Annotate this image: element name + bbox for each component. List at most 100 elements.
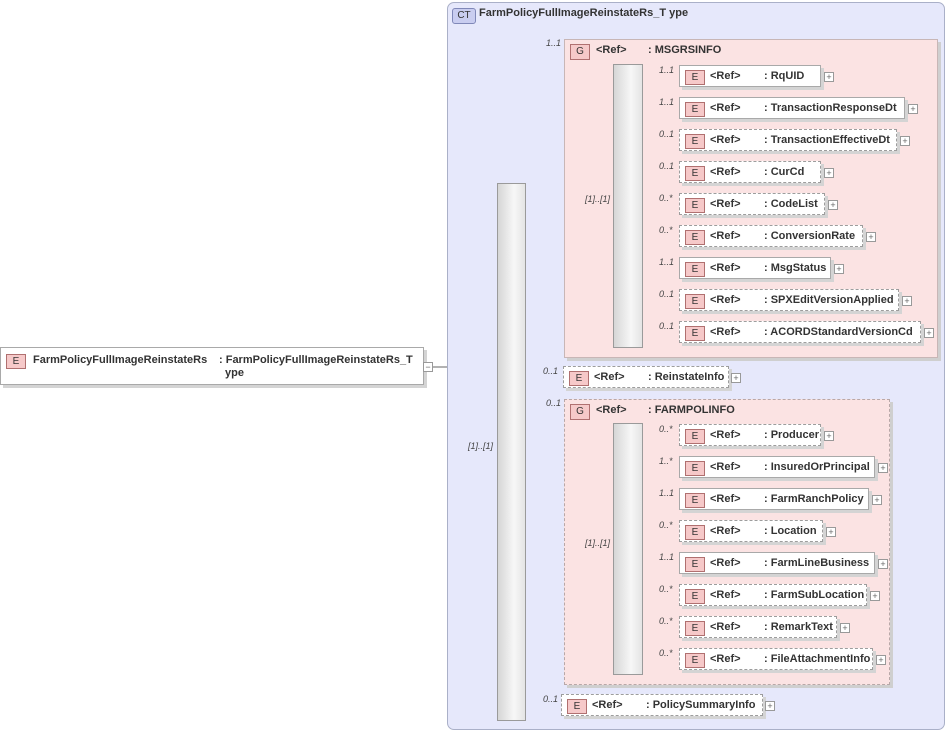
collapse-icon[interactable]: −: [423, 362, 433, 372]
element-ref: <Ref>: [710, 589, 741, 601]
element-tag: E: [6, 354, 26, 369]
element-cardinality: 0..*: [659, 193, 673, 203]
element-ref: <Ref>: [710, 294, 741, 306]
expand-icon[interactable]: +: [824, 72, 834, 82]
element-name: : FileAttachmentInfo: [764, 653, 871, 665]
element-farmsublocation[interactable]: E<Ref>: FarmSubLocation: [679, 584, 867, 606]
element-transactionresponsedt[interactable]: E<Ref>: TransactionResponseDt: [679, 97, 905, 119]
group-cardinality: 0..1: [546, 398, 562, 408]
element-name: : TransactionEffectiveDt: [764, 134, 890, 146]
element-rquid[interactable]: E<Ref>: RqUID: [679, 65, 821, 87]
element-name: : ReinstateInfo: [648, 371, 725, 383]
element-name: : ConversionRate: [764, 230, 856, 242]
element-msgstatus[interactable]: E<Ref>: MsgStatus: [679, 257, 831, 279]
element-cardinality: 0..1: [543, 694, 559, 704]
element-cardinality: 1..1: [659, 65, 675, 75]
root-element-name: FarmPolicyFullImageReinstateRs: [33, 354, 208, 366]
expand-icon[interactable]: +: [824, 168, 834, 178]
expand-icon[interactable]: +: [870, 591, 880, 601]
element-transactioneffectivedt[interactable]: E <Ref> : TransactionEffectiveDt: [679, 129, 897, 151]
element-name: : FarmRanchPolicy: [764, 493, 864, 505]
expand-icon[interactable]: +: [876, 655, 886, 665]
element-remarktext[interactable]: E<Ref>: RemarkText: [679, 616, 837, 638]
group-ref: <Ref>: [596, 404, 627, 416]
element-spxeditversionapplied[interactable]: E<Ref>: SPXEditVersionApplied: [679, 289, 899, 311]
element-cardinality: 0..*: [659, 584, 673, 594]
group-name: : MSGRSINFO: [648, 44, 722, 56]
complex-type-title: FarmPolicyFullImageReinstateRs_T ype: [479, 7, 689, 19]
element-cardinality: 1..1: [659, 97, 675, 107]
expand-icon[interactable]: +: [731, 373, 741, 383]
element-curcd[interactable]: E<Ref>: CurCd: [679, 161, 821, 183]
expand-icon[interactable]: +: [878, 463, 888, 473]
element-ref: <Ref>: [710, 166, 741, 178]
expand-icon[interactable]: +: [872, 495, 882, 505]
group-sequence-bar[interactable]: [613, 423, 643, 675]
element-ref: <Ref>: [710, 653, 741, 665]
group-ref: <Ref>: [596, 44, 627, 56]
element-ref: <Ref>: [710, 326, 741, 338]
element-tag: E: [685, 525, 705, 540]
element-tag: E: [685, 230, 705, 245]
element-farmlinebusiness[interactable]: E<Ref>: FarmLineBusiness: [679, 552, 875, 574]
element-policysummaryinfo[interactable]: E <Ref> : PolicySummaryInfo: [561, 694, 763, 716]
main-sequence-bar[interactable]: [497, 183, 526, 721]
group-sequence-bar[interactable]: [613, 64, 643, 348]
group-name: : FARMPOLINFO: [648, 404, 735, 416]
element-cardinality: 0..*: [659, 648, 673, 658]
element-ref: <Ref>: [710, 525, 741, 537]
element-acordstandardversioncd[interactable]: E<Ref>: ACORDStandardVersionCd: [679, 321, 921, 343]
complex-type-tag: CT: [452, 8, 476, 24]
element-name: : Location: [764, 525, 817, 537]
element-cardinality: 0..1: [543, 366, 559, 376]
element-fileattachmentinfo[interactable]: E <Ref> : FileAttachmentInfo: [679, 648, 873, 670]
element-tag: E: [685, 134, 705, 149]
element-ref: <Ref>: [710, 461, 741, 473]
expand-icon[interactable]: +: [902, 296, 912, 306]
expand-icon[interactable]: +: [828, 200, 838, 210]
element-codelist[interactable]: E<Ref>: CodeList: [679, 193, 825, 215]
element-farmranchpolicy[interactable]: E<Ref>: FarmRanchPolicy: [679, 488, 869, 510]
element-cardinality: 0..1: [659, 289, 675, 299]
expand-icon[interactable]: +: [866, 232, 876, 242]
group-sequence-cardinality: [1]..[1]: [585, 194, 611, 204]
element-cardinality: 0..1: [659, 161, 675, 171]
element-tag: E: [569, 371, 589, 386]
element-name: : Producer: [764, 429, 820, 441]
element-cardinality: 1..1: [659, 552, 675, 562]
expand-icon[interactable]: +: [878, 559, 888, 569]
element-insuredorprincipal[interactable]: E<Ref>: InsuredOrPrincipal: [679, 456, 875, 478]
expand-icon[interactable]: +: [826, 527, 836, 537]
element-cardinality: 1..1: [659, 257, 675, 267]
element-conversionrate[interactable]: E<Ref>: ConversionRate: [679, 225, 863, 247]
element-location[interactable]: E <Ref> : Location: [679, 520, 823, 542]
expand-icon[interactable]: +: [908, 104, 918, 114]
element-cardinality: 1..*: [659, 456, 673, 466]
expand-icon[interactable]: +: [840, 623, 850, 633]
element-tag: E: [685, 70, 705, 85]
element-ref: <Ref>: [710, 493, 741, 505]
element-tag: E: [685, 429, 705, 444]
root-element-type-line2: ype: [225, 367, 244, 379]
element-reinstateinfo[interactable]: E <Ref> : ReinstateInfo: [563, 366, 729, 388]
element-tag: E: [685, 653, 705, 668]
element-cardinality: 0..*: [659, 225, 673, 235]
element-tag: E: [685, 326, 705, 341]
expand-icon[interactable]: +: [900, 136, 910, 146]
element-ref: <Ref>: [710, 134, 741, 146]
element-cardinality: 0..1: [659, 129, 675, 139]
expand-icon[interactable]: +: [834, 264, 844, 274]
expand-icon[interactable]: +: [824, 431, 834, 441]
element-cardinality: 0..*: [659, 424, 673, 434]
group-sequence-cardinality: [1]..[1]: [585, 538, 611, 548]
element-name: : FarmSubLocation: [764, 589, 865, 601]
element-ref: <Ref>: [710, 429, 741, 441]
element-name: : CodeList: [764, 198, 818, 210]
expand-icon[interactable]: +: [924, 328, 934, 338]
element-name: : RqUID: [764, 70, 805, 82]
element-name: : CurCd: [764, 166, 805, 178]
element-ref: <Ref>: [710, 102, 741, 114]
element-producer[interactable]: E <Ref> : Producer: [679, 424, 821, 446]
root-element[interactable]: E FarmPolicyFullImageReinstateRs : FarmP…: [0, 347, 424, 385]
expand-icon[interactable]: +: [765, 701, 775, 711]
